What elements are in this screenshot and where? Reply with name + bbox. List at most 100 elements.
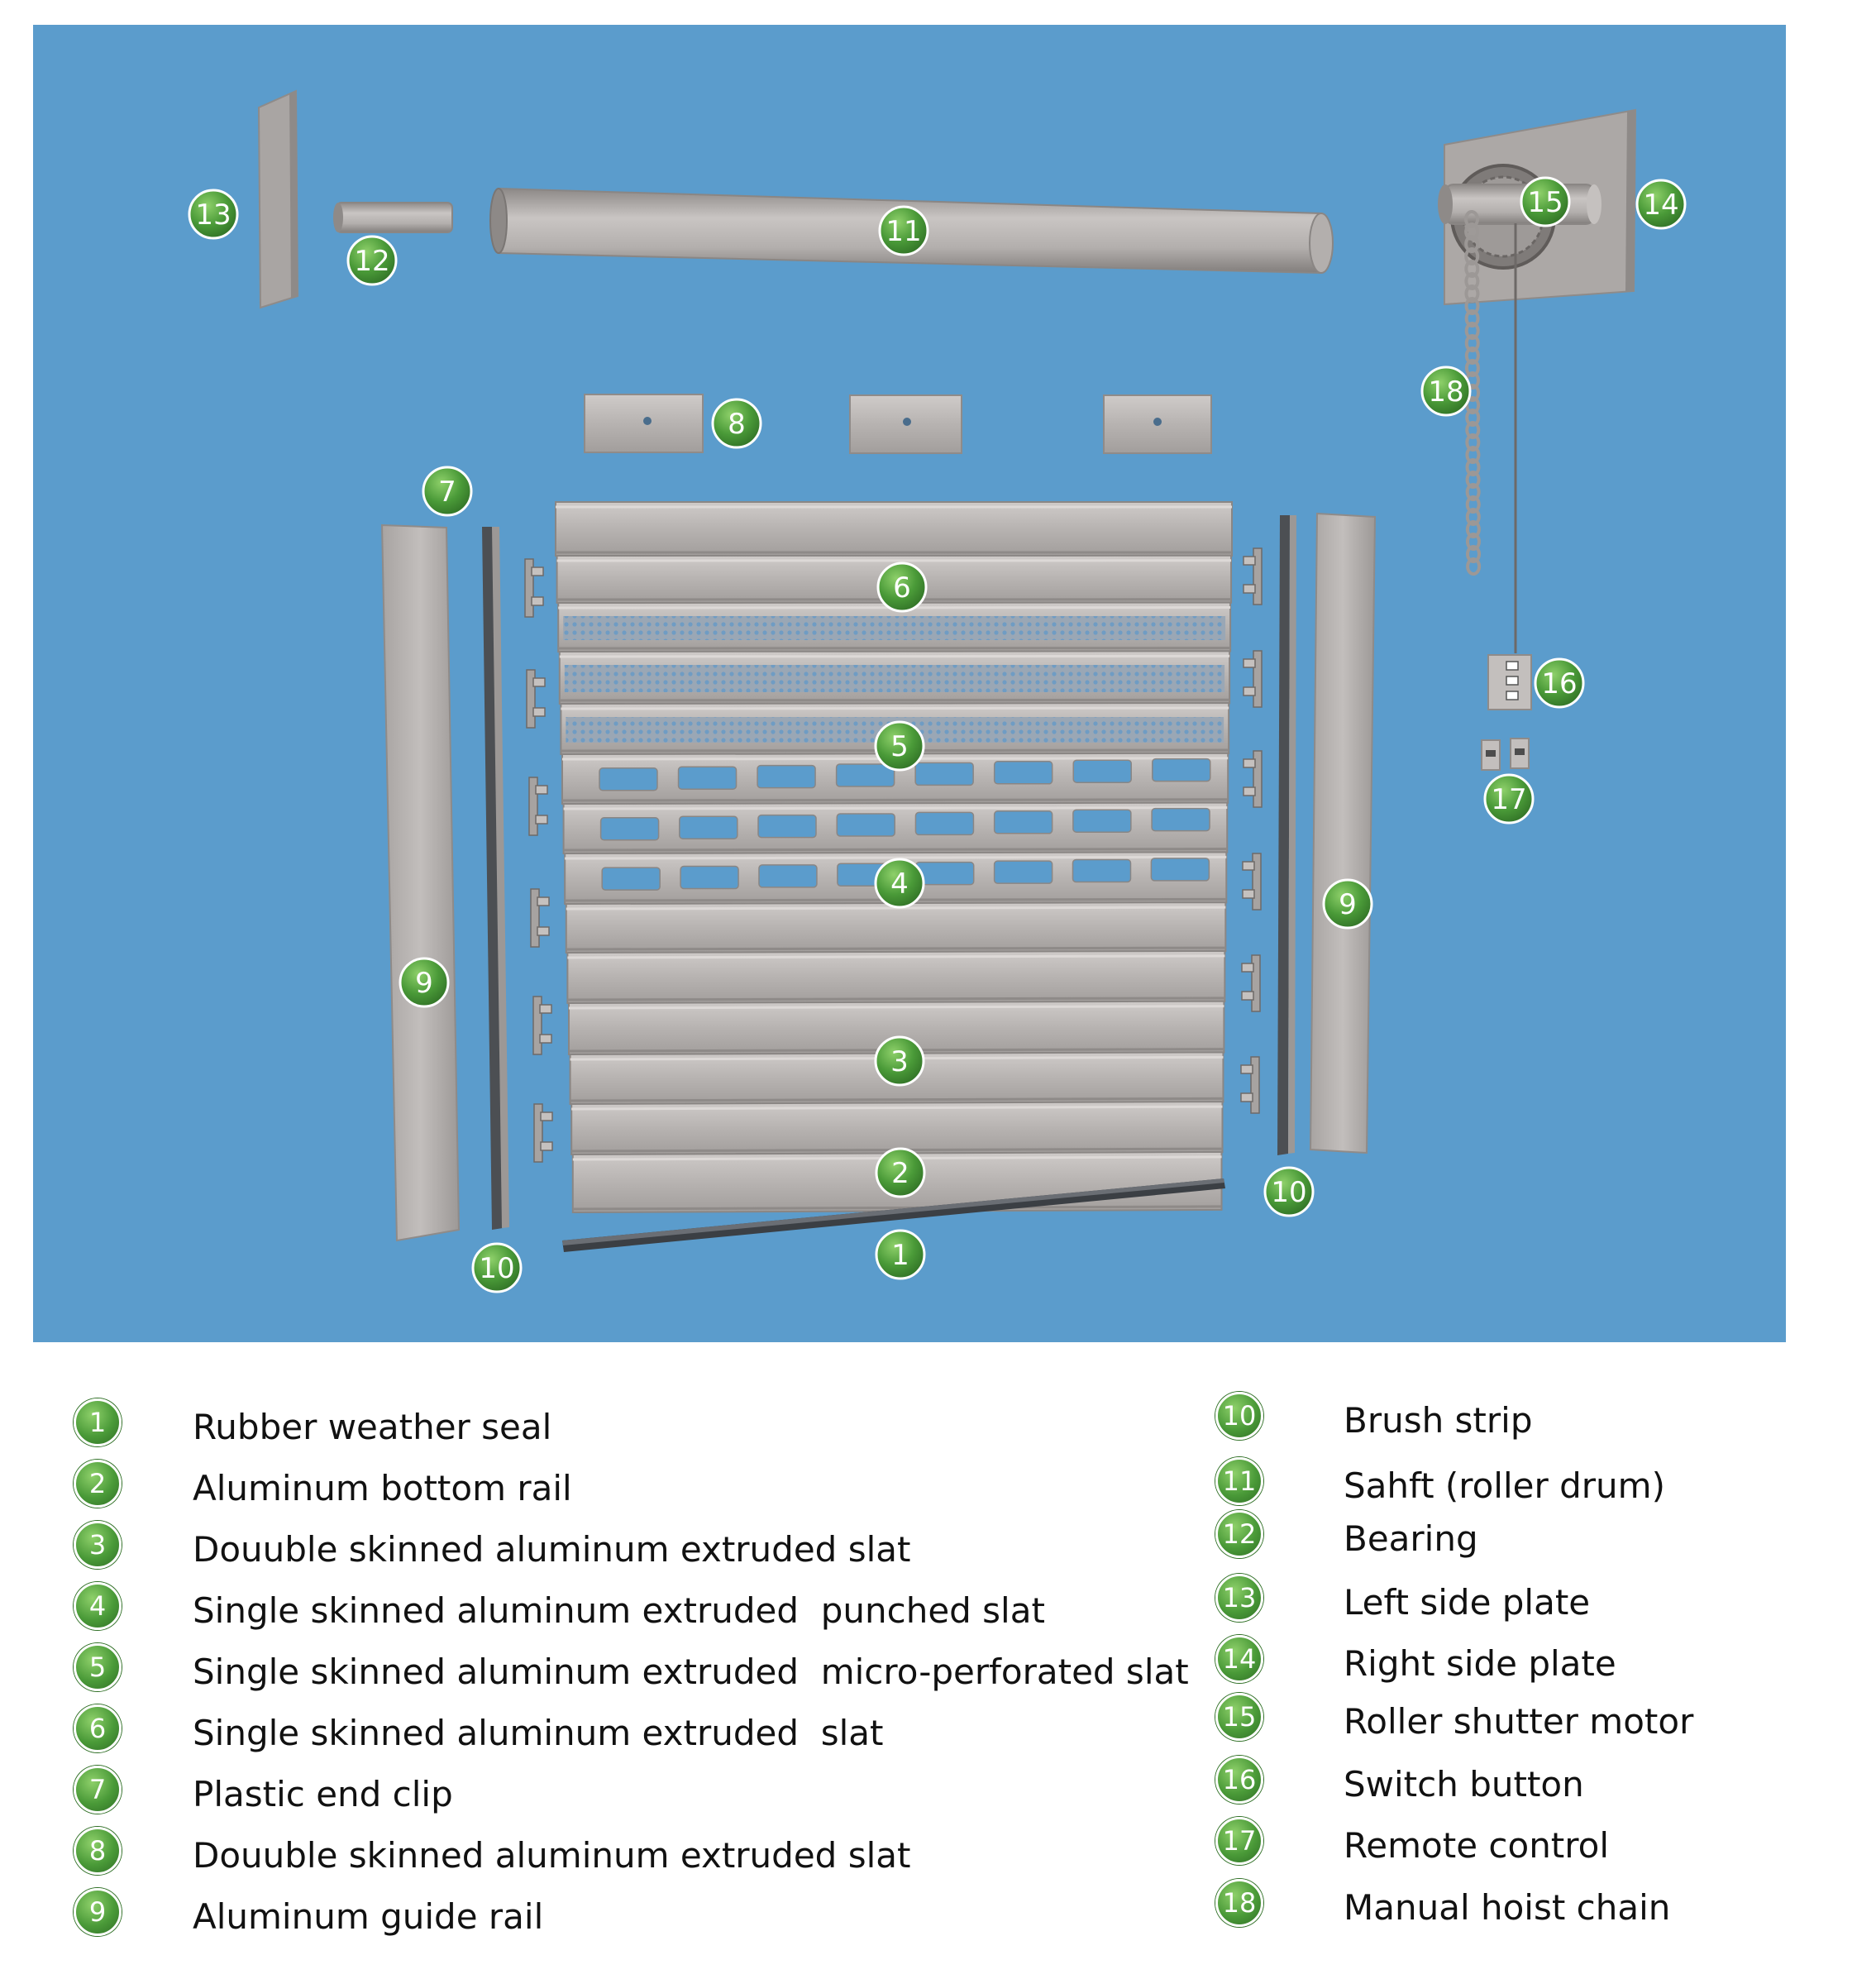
- legend-number-badge: 15: [1215, 1693, 1263, 1741]
- bearing: [333, 202, 453, 233]
- callout-badge: 10: [471, 1242, 523, 1293]
- chain-link: [1464, 235, 1480, 253]
- legend-number-badge: 14: [1215, 1635, 1263, 1683]
- callout-number: 8: [728, 408, 746, 441]
- legend-label: Right side plate: [1344, 1643, 1616, 1684]
- chain-link: [1465, 533, 1481, 551]
- end-clip: [526, 669, 546, 729]
- callout-badge: 13: [188, 189, 239, 240]
- chain-link: [1466, 545, 1482, 563]
- callout-badge: 9: [1322, 878, 1373, 930]
- legend-number-badge: 2: [74, 1460, 122, 1508]
- callout-badge: 2: [875, 1147, 926, 1198]
- chain-link: [1464, 222, 1480, 241]
- chain-link: [1464, 272, 1480, 290]
- callout-number: 13: [195, 198, 231, 232]
- callout-badge: 6: [876, 562, 928, 613]
- curtain-slat: [555, 501, 1233, 557]
- chain-link: [1465, 433, 1481, 452]
- legend-label: Switch button: [1344, 1764, 1584, 1805]
- callout-badge: 7: [422, 466, 473, 517]
- curtain-slat: [561, 752, 1229, 805]
- callout-number: 5: [890, 730, 909, 763]
- legend-label: Douuble skinned aluminum extruded slat: [193, 1529, 911, 1570]
- curtain-slat: [557, 601, 1232, 653]
- left-brush-strip: [482, 527, 509, 1230]
- legend-item: 14 Right side plate: [1158, 1635, 1876, 1701]
- chain-link: [1465, 508, 1481, 526]
- callout-number: 7: [438, 476, 456, 509]
- curtain-slat: [565, 901, 1227, 954]
- chain-link: [1464, 322, 1480, 340]
- rubber-weather-seal: [562, 1178, 1225, 1252]
- legend-number-badge: 13: [1215, 1574, 1263, 1622]
- callout-number: 17: [1491, 783, 1526, 816]
- callout-number: 10: [1271, 1176, 1306, 1209]
- end-clip: [1242, 853, 1262, 911]
- legend-label: Single skinned aluminum extruded micro-p…: [193, 1652, 1189, 1692]
- callout-number: 4: [890, 868, 909, 901]
- chain-link: [1465, 483, 1481, 501]
- callout-number: 9: [1339, 888, 1357, 921]
- end-clip: [1243, 547, 1263, 605]
- legend-label: Aluminum guide rail: [193, 1896, 544, 1937]
- callout-number: 15: [1527, 186, 1563, 219]
- right-guide-rail: [1309, 512, 1377, 1154]
- top-slat-pieces: [584, 394, 1212, 454]
- callout-badge: 10: [1263, 1166, 1315, 1217]
- legend-number-badge: 6: [74, 1704, 122, 1752]
- callout-number: 16: [1541, 667, 1577, 700]
- callout-number: 9: [415, 967, 433, 1000]
- legend-number-badge: 4: [74, 1582, 122, 1630]
- manual-hoist-chain: [1464, 210, 1517, 653]
- callout-number: 2: [891, 1157, 909, 1190]
- callout-number: 11: [885, 215, 921, 248]
- legend-label: Brush strip: [1344, 1400, 1533, 1441]
- callout-badge: 4: [874, 858, 925, 909]
- callout-badge: 15: [1520, 176, 1571, 227]
- end-clip: [1240, 1056, 1260, 1114]
- legend-label: Manual hoist chain: [1344, 1887, 1671, 1928]
- curtain-slat: [562, 801, 1229, 855]
- chain-link: [1464, 260, 1480, 278]
- callout-number: 1: [891, 1239, 909, 1272]
- legend-label: Sahft (roller drum): [1344, 1465, 1665, 1506]
- callout-badge: 16: [1534, 657, 1585, 709]
- end-clip: [1243, 650, 1263, 708]
- chain-link: [1465, 421, 1481, 439]
- chain-link: [1464, 359, 1480, 377]
- callout-number: 10: [479, 1252, 514, 1285]
- plastic-end-clips-right: [1240, 547, 1263, 1114]
- legend-label: Rubber weather seal: [193, 1407, 552, 1447]
- callout-badge: 11: [878, 205, 929, 256]
- callout-badge: 5: [874, 720, 925, 772]
- chain-link: [1465, 471, 1481, 489]
- legend-number-badge: 1: [74, 1398, 122, 1446]
- legend-label: Single skinned aluminum extruded punched…: [193, 1590, 1045, 1631]
- chain-link: [1465, 520, 1481, 538]
- callout-number: 3: [890, 1045, 909, 1078]
- right-brush-strip: [1277, 515, 1296, 1155]
- chain-link: [1464, 334, 1480, 352]
- callout-badge: 18: [1420, 366, 1472, 417]
- legend-item: 4 Single skinned aluminum extruded punche…: [0, 1582, 1158, 1648]
- callout-number: 6: [893, 571, 911, 605]
- legend-label: Single skinned aluminum extruded slat: [193, 1713, 884, 1753]
- chain-link: [1465, 409, 1481, 427]
- legend-number-badge: 3: [74, 1521, 122, 1569]
- callout-badge: 14: [1635, 179, 1687, 230]
- curtain-slat: [558, 650, 1231, 705]
- legend-label: Plastic end clip: [193, 1774, 453, 1814]
- left-guide-rail: [380, 523, 461, 1242]
